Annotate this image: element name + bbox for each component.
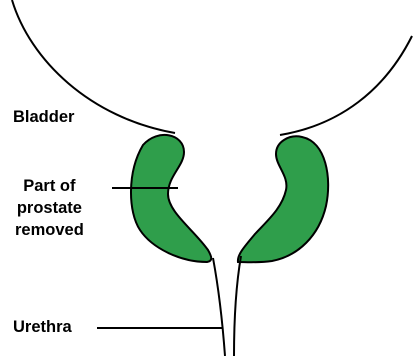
prostate-right-lobe — [238, 136, 328, 262]
urethra-label: Urethra — [13, 317, 72, 337]
urethra-left-wall — [213, 258, 225, 356]
bladder-label: Bladder — [13, 107, 74, 127]
prostate-left-lobe — [131, 135, 211, 262]
prostate-removed-label: Part of prostate removed — [15, 175, 84, 241]
urethra-right-wall — [234, 256, 241, 356]
